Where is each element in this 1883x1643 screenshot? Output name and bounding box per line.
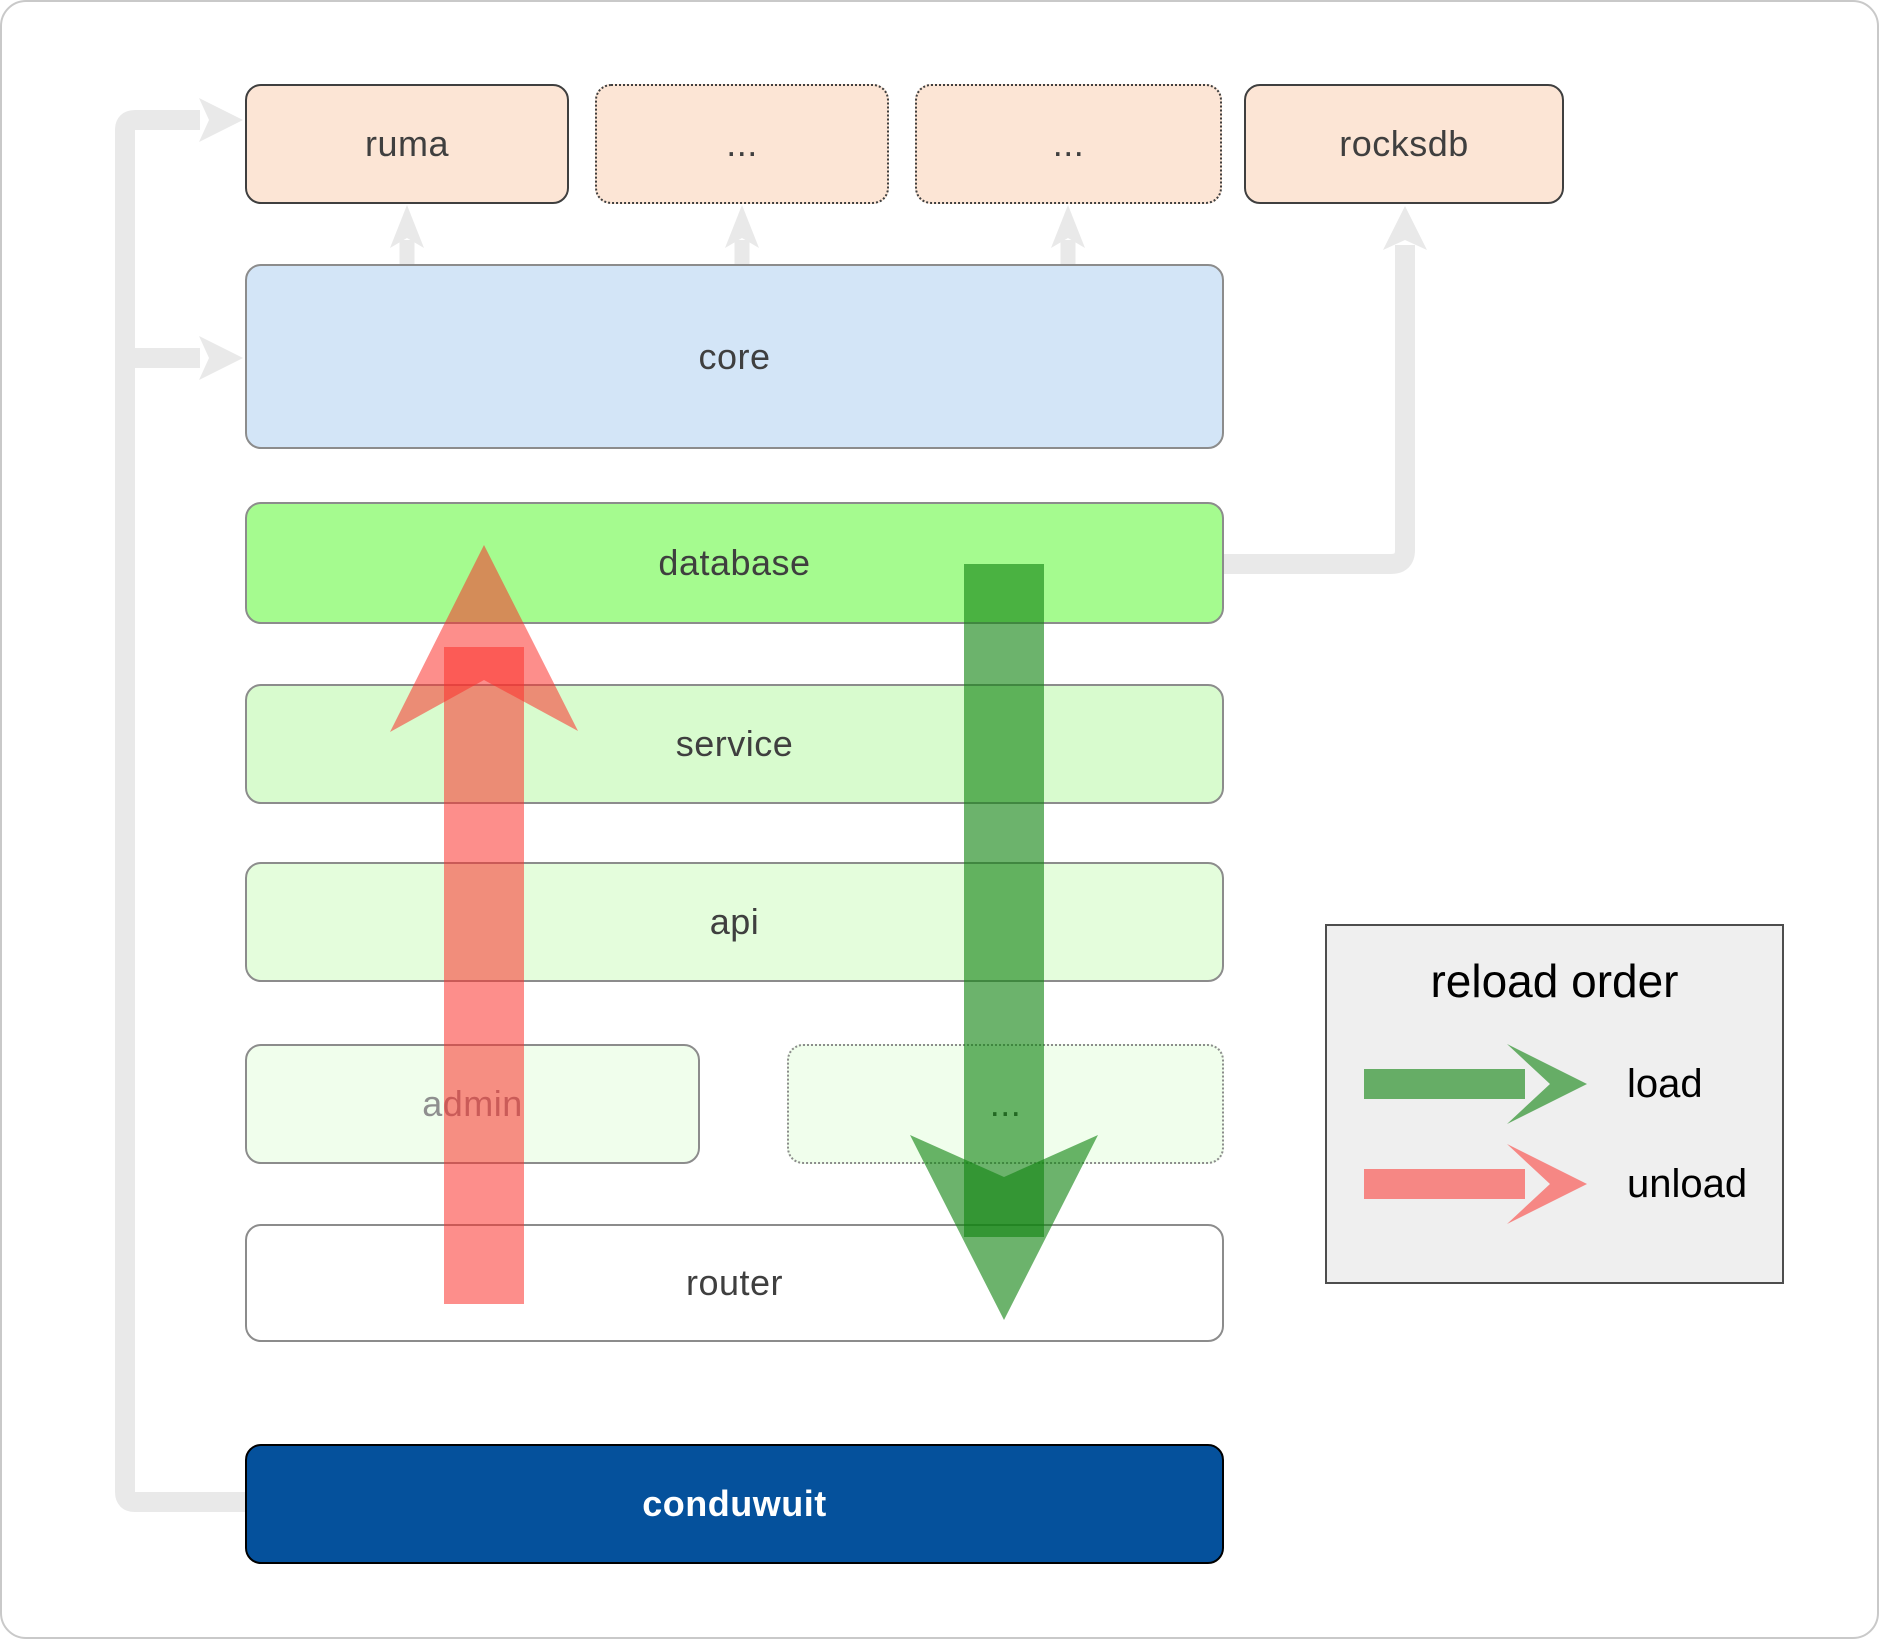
node-admin-label: admin xyxy=(422,1083,523,1124)
node-admin-ellipsis-label: ... xyxy=(989,1083,1022,1124)
node-database-label: database xyxy=(658,542,811,583)
node-ellipsis-1: ... xyxy=(595,84,889,204)
node-core: core xyxy=(245,264,1224,449)
node-rocksdb: rocksdb xyxy=(1244,84,1564,204)
legend-title: reload order xyxy=(1430,955,1679,1007)
legend-load-label: load xyxy=(1627,1062,1703,1106)
node-api: api xyxy=(245,862,1224,982)
arrowhead-to-rocksdb xyxy=(1383,206,1427,250)
connector-conduwuit-to-core xyxy=(125,336,243,380)
node-core-label: core xyxy=(698,335,771,377)
node-admin-ellipsis: ... xyxy=(787,1044,1224,1164)
node-ellipsis-1-label: ... xyxy=(726,123,758,164)
arrowhead-to-ruma xyxy=(199,98,243,142)
node-conduwuit-label: conduwuit xyxy=(642,1483,827,1524)
legend-unload-label: unload xyxy=(1627,1162,1748,1206)
connector-core-to-ruma xyxy=(390,205,424,266)
node-database: database xyxy=(245,502,1224,624)
node-conduwuit: conduwuit xyxy=(245,1444,1224,1564)
connector-core-to-dots1 xyxy=(725,205,759,266)
node-ruma-label: ruma xyxy=(364,123,450,164)
connector-core-to-dots2 xyxy=(1051,205,1085,266)
arrowhead-to-core xyxy=(199,336,243,380)
node-service-label: service xyxy=(675,723,794,764)
node-ellipsis-2: ... xyxy=(915,84,1222,204)
node-service: service xyxy=(245,684,1224,804)
node-ellipsis-2-label: ... xyxy=(1052,123,1085,164)
connector-database-to-rocksdb xyxy=(1224,206,1427,574)
node-router: router xyxy=(245,1224,1224,1342)
node-admin: admin xyxy=(245,1044,700,1164)
node-api-label: api xyxy=(709,901,760,942)
node-rocksdb-label: rocksdb xyxy=(1339,123,1469,164)
node-router-label: router xyxy=(685,1262,784,1303)
connector-conduwuit-to-ruma xyxy=(115,98,245,1512)
node-ruma: ruma xyxy=(245,84,569,204)
